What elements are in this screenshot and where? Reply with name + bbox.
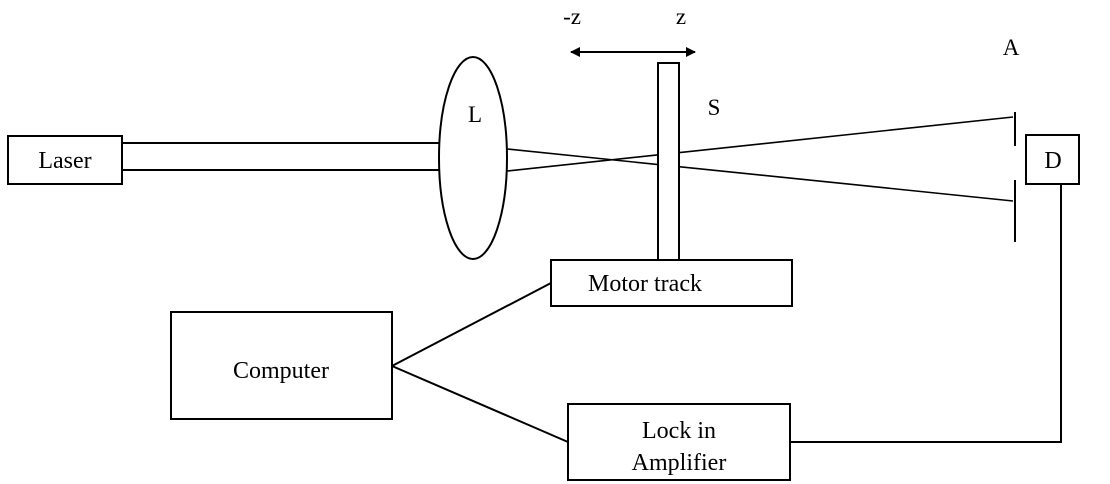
z-negative-label: -z <box>563 4 581 29</box>
lens-label: L <box>468 102 482 127</box>
motor-track-box: Motor track <box>550 259 793 307</box>
computer-label: Computer <box>233 358 329 384</box>
computer-to-motor-wire <box>391 282 552 367</box>
lens: L <box>438 56 508 260</box>
aperture-label: A <box>1003 35 1020 60</box>
detector-box: D <box>1025 134 1080 185</box>
laser-beam <box>122 142 447 171</box>
laser-label: Laser <box>38 148 91 174</box>
computer-box: Computer <box>170 311 393 420</box>
laser-box: Laser <box>7 135 123 185</box>
computer-to-lockin-wire <box>391 365 569 443</box>
sample-label: S <box>708 95 721 120</box>
connection-wires <box>391 184 1062 443</box>
z-positive-label: z <box>676 4 686 29</box>
lock-in-label-line2: Amplifier <box>632 450 727 476</box>
lock-in-amplifier-box: Lock in Amplifier <box>567 403 791 481</box>
lock-in-label-line1: Lock in <box>642 418 716 444</box>
z-translation-arrow: -z z <box>563 4 696 57</box>
motor-track-label: Motor track <box>588 271 702 297</box>
detector-label: D <box>1044 148 1061 174</box>
sample-holder: S <box>657 62 721 262</box>
aperture: A <box>1003 35 1020 242</box>
detector-to-lockin-wire <box>790 184 1062 443</box>
focused-beam <box>506 116 1014 202</box>
